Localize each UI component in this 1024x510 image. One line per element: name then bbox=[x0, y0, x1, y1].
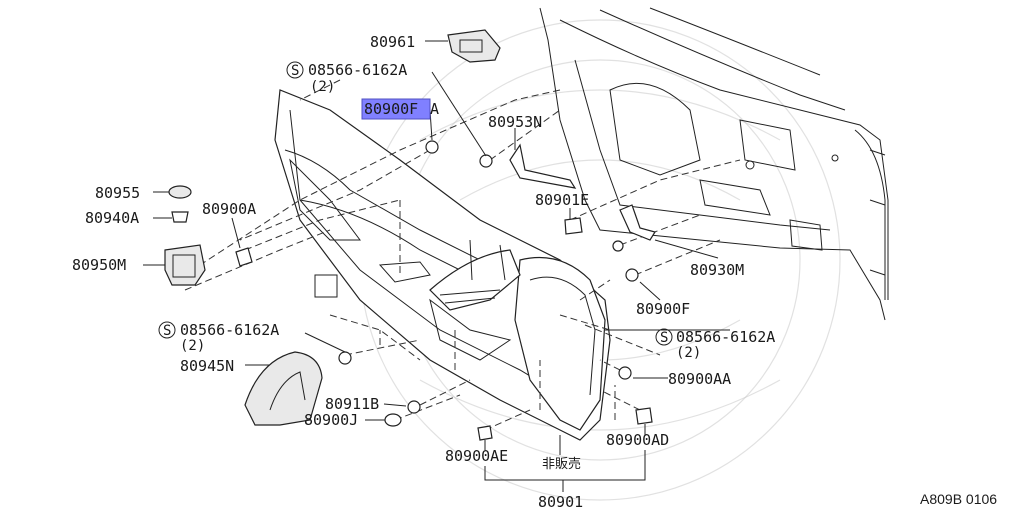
not-for-sale-note: 非販売 bbox=[542, 456, 581, 472]
screw-symbol-icon bbox=[286, 61, 304, 79]
screw-symbol-right-icon bbox=[655, 328, 673, 346]
label-08566-right-qty: (2) bbox=[676, 345, 701, 361]
label-80940A[interactable]: 80940A bbox=[85, 209, 139, 227]
screw-symbol-glyph: S bbox=[291, 63, 299, 79]
selected-part-highlight bbox=[361, 98, 431, 120]
label-80900F-selected[interactable]: 80900F bbox=[364, 100, 418, 118]
cap-80955 bbox=[168, 185, 192, 199]
clip-80900AA bbox=[618, 366, 632, 380]
clip-80900AD bbox=[635, 407, 653, 425]
label-80961[interactable]: 80961 bbox=[370, 33, 415, 51]
screw-symbol-left-glyph: S bbox=[163, 323, 171, 339]
screw-08566-top bbox=[479, 154, 493, 168]
screw-80911B bbox=[407, 400, 421, 414]
cup-80950M bbox=[164, 244, 206, 286]
screw-08566-left bbox=[338, 351, 352, 365]
label-08566-top-qty: (2) bbox=[310, 79, 335, 95]
screw-symbol-left-icon bbox=[158, 321, 176, 339]
label-80900F[interactable]: 80900F bbox=[636, 300, 690, 318]
label-80900F-selected-suffix: A bbox=[430, 100, 439, 118]
bracket-80953N bbox=[509, 143, 577, 189]
label-08566-left-qty: (2) bbox=[180, 338, 205, 354]
clip-80901E bbox=[564, 217, 583, 235]
label-80945N[interactable]: 80945N bbox=[180, 357, 234, 375]
clip-80900J bbox=[384, 413, 402, 427]
label-80901E[interactable]: 80901E bbox=[535, 191, 589, 209]
label-80900AD[interactable]: 80900AD bbox=[606, 431, 669, 449]
clip-80900A bbox=[235, 247, 253, 267]
label-80900AE[interactable]: 80900AE bbox=[445, 447, 508, 465]
door-trim-panel bbox=[274, 89, 611, 441]
label-80911B[interactable]: 80911B bbox=[325, 395, 379, 413]
switch-bezel-80961 bbox=[447, 29, 501, 63]
clip-80900F-top bbox=[425, 140, 439, 154]
part-labels: 80961 S 08566-6162A (2) 80900F A 80953N … bbox=[72, 33, 997, 510]
label-80950M[interactable]: 80950M bbox=[72, 256, 126, 274]
bolt-80940A bbox=[171, 211, 189, 223]
small-parts bbox=[164, 29, 656, 441]
label-80953N[interactable]: 80953N bbox=[488, 113, 542, 131]
bracket-80930M bbox=[619, 204, 656, 241]
label-80901[interactable]: 80901 bbox=[538, 493, 583, 510]
label-08566-right[interactable]: 08566-6162A bbox=[676, 328, 775, 346]
pull-handle-80945N bbox=[244, 351, 323, 426]
assembly-lines bbox=[184, 79, 741, 431]
label-80900AA[interactable]: 80900AA bbox=[668, 370, 731, 388]
screw-symbol-right-glyph: S bbox=[660, 330, 668, 346]
clip-80900F-right bbox=[625, 268, 639, 282]
label-80900A[interactable]: 80900A bbox=[202, 200, 256, 218]
clip-80900AE bbox=[477, 425, 493, 441]
label-08566-top[interactable]: 08566-6162A bbox=[308, 61, 407, 79]
label-80900J[interactable]: 80900J bbox=[304, 411, 358, 429]
label-80955[interactable]: 80955 bbox=[95, 184, 140, 202]
label-80930M[interactable]: 80930M bbox=[690, 261, 744, 279]
label-08566-left[interactable]: 08566-6162A bbox=[180, 321, 279, 339]
reference-code: A809B 0106 bbox=[920, 491, 997, 507]
